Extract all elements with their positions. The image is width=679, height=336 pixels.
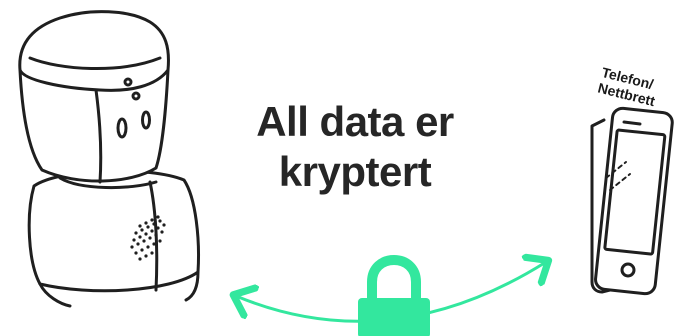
- speaker-grille: [130, 215, 166, 261]
- phone-icon: [590, 106, 674, 296]
- encryption-headline: All data er kryptert: [250, 97, 460, 197]
- headline-line-2: kryptert: [278, 148, 432, 195]
- robot-avatar-icon: [18, 10, 200, 308]
- headline-line-1: All data er: [256, 98, 454, 145]
- lock-icon: [358, 254, 430, 336]
